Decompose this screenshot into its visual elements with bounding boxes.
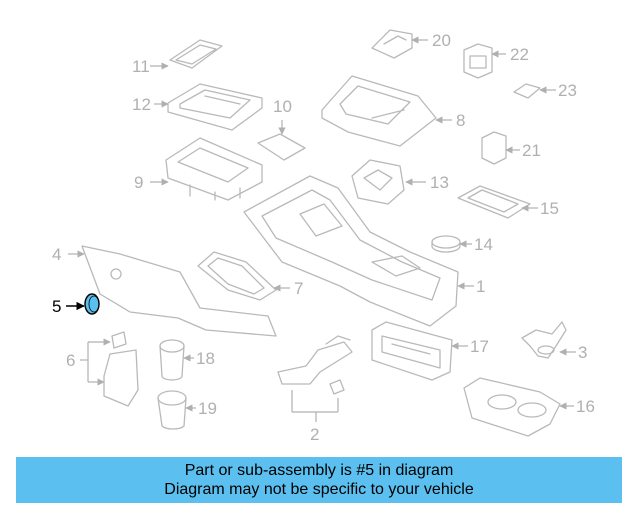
callout-19[interactable]: 19 [185, 399, 217, 418]
callout-14[interactable]: 14 [459, 235, 493, 254]
callout-22[interactable]: 22 [491, 45, 529, 64]
part-22-socket [463, 43, 493, 79]
callout-20-label: 20 [432, 31, 451, 50]
part-10-pad [257, 120, 306, 161]
part-20-switch [371, 29, 413, 59]
callout-9[interactable]: 9 [134, 173, 169, 192]
callout-23-label: 23 [558, 81, 577, 100]
callout-13[interactable]: 13 [405, 173, 449, 192]
callout-5[interactable]: 5 [52, 297, 85, 316]
part-4-side-panel [81, 245, 277, 337]
part-7-trim [197, 251, 277, 301]
callout-4-label: 4 [52, 245, 61, 264]
callout-7-label: 7 [294, 279, 303, 298]
part-19-socket [157, 390, 187, 430]
part-2-frame [277, 335, 353, 422]
callout-11[interactable]: 11 [132, 57, 169, 76]
callout-17[interactable]: 17 [451, 337, 489, 356]
part-18-socket [159, 339, 185, 381]
callout-13-label: 13 [430, 173, 449, 192]
callout-18-label: 18 [196, 349, 215, 368]
callout-1-label: 1 [476, 277, 485, 296]
part-13-cup [351, 159, 405, 205]
callout-8[interactable]: 8 [435, 111, 465, 130]
callout-17-label: 17 [470, 337, 489, 356]
callout-10[interactable]: 10 [273, 97, 292, 116]
part-8-upper-trim [321, 75, 437, 147]
callout-21-label: 21 [522, 141, 541, 160]
callout-1[interactable]: 1 [457, 277, 485, 296]
callout-18[interactable]: 18 [183, 349, 215, 368]
info-banner: Part or sub-assembly is #5 in diagram Di… [16, 457, 622, 503]
callout-12-label: 12 [132, 95, 151, 114]
callout-10-label: 10 [273, 97, 292, 116]
banner-line-2: Diagram may not be specific to your vehi… [164, 481, 474, 498]
callout-6[interactable]: 6 [66, 351, 88, 370]
part-12-tray-insert [167, 83, 263, 131]
callout-16[interactable]: 16 [559, 397, 595, 416]
callout-11-label: 11 [132, 57, 150, 76]
part-11-tray-pad [169, 39, 223, 69]
part-14-pad [431, 235, 461, 253]
part-21-switch [481, 131, 507, 165]
part-9-holder [165, 137, 263, 201]
part-23-cap [513, 83, 541, 99]
part-3-bracket [521, 321, 567, 359]
callout-2-label: 2 [310, 425, 319, 444]
part-17-armrest-box [371, 321, 453, 381]
parts-diagram: 11 12 10 9 20 22 23 [52, 29, 595, 444]
callout-9-label: 9 [134, 173, 143, 192]
part-15-frame [457, 185, 531, 219]
callout-22-label: 22 [510, 45, 529, 64]
callout-15[interactable]: 15 [521, 199, 559, 218]
part-5-cap[interactable] [84, 293, 100, 315]
callout-15-label: 15 [540, 199, 559, 218]
callout-3[interactable]: 3 [559, 343, 587, 362]
callout-19-label: 19 [198, 399, 217, 418]
part-16-cup-holder [463, 377, 561, 437]
callout-4[interactable]: 4 [52, 245, 85, 264]
callout-6-label: 6 [66, 351, 75, 370]
part-6-bracket [87, 331, 139, 407]
callout-16-label: 16 [576, 397, 595, 416]
callout-8-label: 8 [456, 111, 465, 130]
callout-12[interactable]: 12 [132, 95, 169, 114]
part-1-console-body [243, 175, 459, 327]
callout-5-label: 5 [52, 297, 61, 316]
callout-20[interactable]: 20 [411, 31, 451, 50]
callout-3-label: 3 [578, 343, 587, 362]
banner-line-1: Part or sub-assembly is #5 in diagram [184, 462, 454, 479]
callout-23[interactable]: 23 [539, 81, 577, 100]
callout-7[interactable]: 7 [273, 279, 303, 298]
callout-21[interactable]: 21 [505, 141, 541, 160]
callout-2[interactable]: 2 [310, 425, 319, 444]
callout-14-label: 14 [474, 235, 493, 254]
